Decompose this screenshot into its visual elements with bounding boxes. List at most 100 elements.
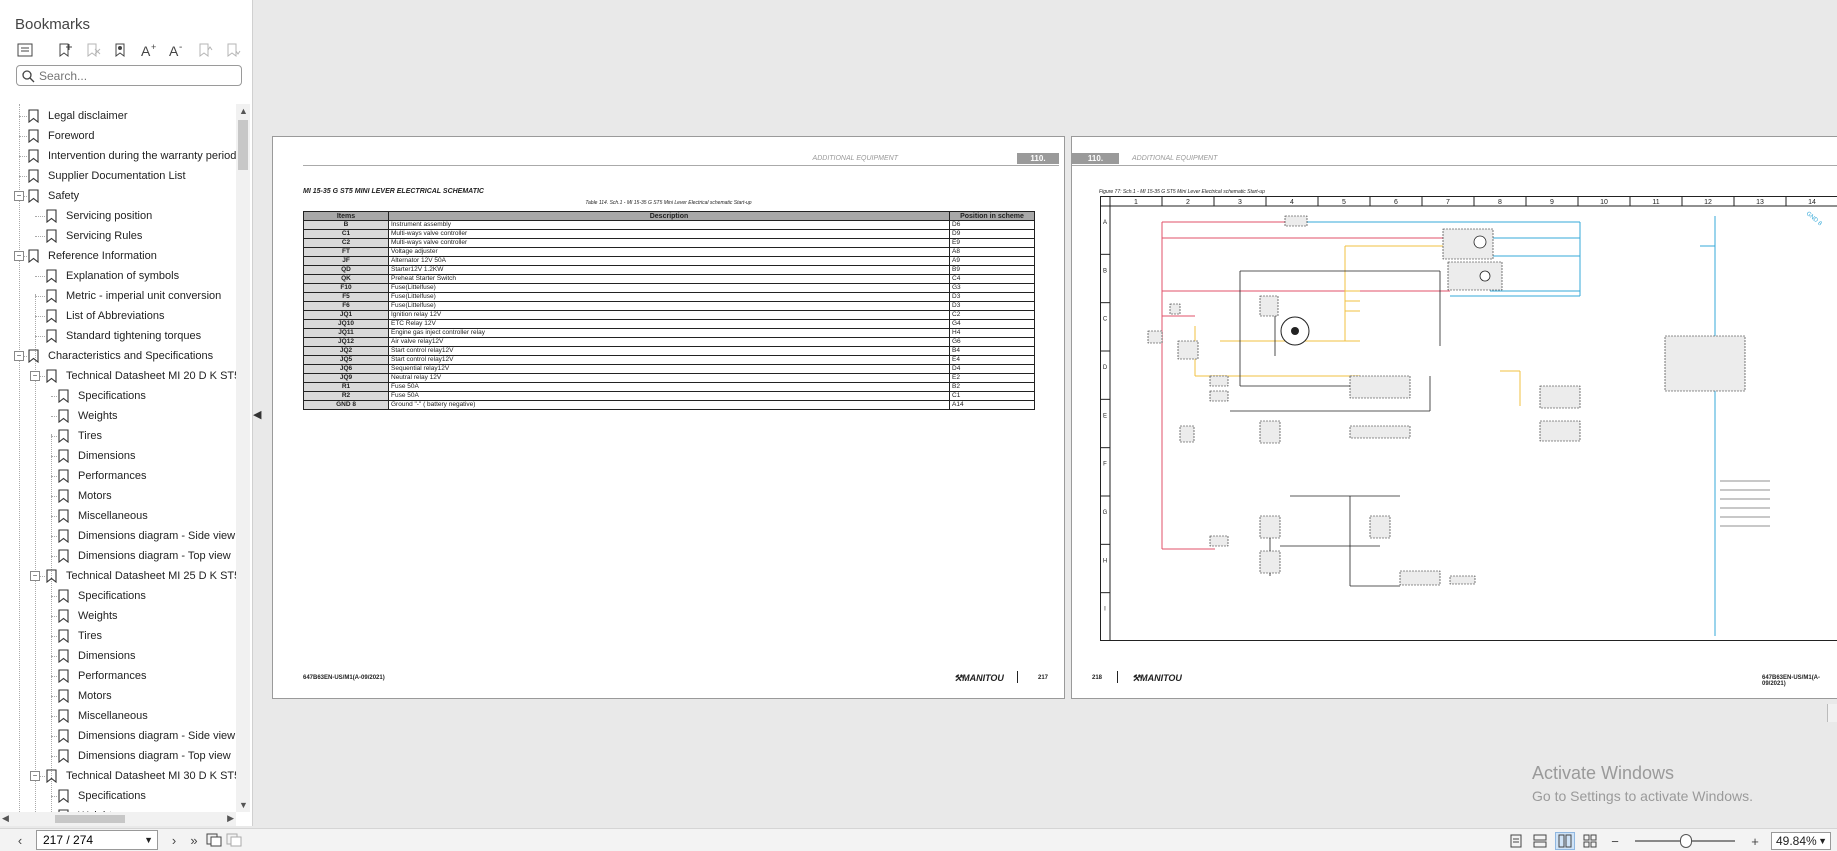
bookmark-item[interactable]: Performances — [58, 666, 146, 686]
bookmark-item[interactable]: Specifications — [58, 386, 146, 406]
bookmark-item[interactable]: Miscellaneous — [58, 706, 148, 726]
collapse-toggle-icon[interactable]: − — [30, 371, 40, 381]
duplicate-page-icon[interactable] — [224, 830, 244, 850]
schematic-component — [1260, 421, 1280, 443]
collapse-toggle-icon[interactable]: − — [14, 251, 24, 261]
scroll-up-icon[interactable]: ▲ — [239, 106, 248, 116]
zoom-dropdown-icon[interactable]: ▼ — [1818, 836, 1827, 846]
zoom-slider[interactable] — [1635, 840, 1735, 842]
scroll-right-icon[interactable]: ▶ — [227, 813, 234, 824]
bookmark-item[interactable]: Dimensions — [58, 646, 135, 666]
table-cell: JQ11 — [304, 329, 389, 338]
move-up-icon[interactable] — [194, 40, 216, 60]
continuous-view-icon[interactable] — [1531, 833, 1549, 849]
bookmark-item[interactable]: Intervention during the warranty period — [28, 146, 236, 166]
bookmark-icon — [28, 189, 40, 203]
continuous-facing-view-icon[interactable] — [1581, 833, 1599, 849]
bookmark-item[interactable]: Motors — [58, 686, 112, 706]
collapse-toggle-icon[interactable]: − — [14, 191, 24, 201]
zoom-out-icon[interactable]: − — [1605, 831, 1625, 851]
bookmark-item[interactable]: Miscellaneous — [58, 506, 148, 526]
bookmark-label: Performances — [78, 470, 146, 482]
bookmark-label: Weights — [78, 410, 118, 422]
manitou-logo: ⚒MANITOU — [1132, 673, 1182, 684]
move-down-icon[interactable] — [222, 40, 244, 60]
page-number-input[interactable] — [41, 832, 125, 848]
hscroll-thumb[interactable] — [55, 815, 125, 823]
bookmark-item[interactable]: Motors — [58, 486, 112, 506]
bookmark-item[interactable]: Performances — [58, 466, 146, 486]
bookmark-item[interactable]: Tires — [58, 626, 102, 646]
collapse-panel-icon[interactable]: ◀ — [253, 408, 263, 426]
scroll-down-icon[interactable]: ▼ — [239, 800, 248, 810]
side-panel-edge-button[interactable] — [1827, 704, 1837, 722]
bookmark-list-icon[interactable] — [14, 40, 36, 60]
bookmark-search[interactable] — [16, 65, 242, 86]
bookmark-item[interactable]: Technical Datasheet MI 30 D K ST5 S1 — [46, 766, 236, 786]
search-input[interactable] — [35, 69, 233, 83]
bookmark-item[interactable]: Foreword — [28, 126, 94, 146]
bookmark-item[interactable]: Standard tightening torques — [46, 326, 201, 346]
bookmark-label: Explanation of symbols — [66, 270, 179, 282]
bookmark-icon — [58, 409, 70, 423]
facing-pages-view-icon[interactable] — [1555, 832, 1575, 850]
bookmark-item[interactable]: Dimensions diagram - Top view — [58, 546, 231, 566]
bookmark-item[interactable]: Dimensions — [58, 446, 135, 466]
table-cell: G6 — [950, 338, 1035, 347]
bookmark-item[interactable]: Specifications — [58, 786, 146, 806]
bookmark-label: Specifications — [78, 790, 146, 802]
bookmark-item[interactable]: Metric - imperial unit conversion — [46, 286, 221, 306]
next-page-icon[interactable]: › — [164, 830, 184, 850]
bookmark-item[interactable]: Dimensions diagram - Side view — [58, 726, 235, 746]
bookmark-item[interactable]: Dimensions diagram - Top view — [58, 746, 231, 766]
scroll-left-icon[interactable]: ◀ — [2, 813, 9, 824]
delete-bookmark-icon[interactable] — [82, 40, 104, 60]
bookmark-item[interactable]: Technical Datasheet MI 25 D K ST5 S1 — [46, 566, 236, 586]
page-number-field[interactable]: ▼ — [36, 830, 158, 850]
single-page-view-icon[interactable] — [1507, 833, 1525, 849]
bookmark-item[interactable]: Safety — [28, 186, 79, 206]
bookmark-item[interactable]: Weights — [58, 406, 118, 426]
last-page-icon[interactable]: » — [184, 830, 204, 850]
table-cell: QK — [304, 275, 389, 284]
bookmark-item[interactable]: Tires — [58, 426, 102, 446]
tree-horizontal-scrollbar[interactable]: ◀ ▶ — [0, 812, 236, 826]
bookmark-item[interactable]: Reference Information — [28, 246, 157, 266]
bookmark-item[interactable]: List of Abbreviations — [46, 306, 164, 326]
chevron-down-icon[interactable]: ▼ — [144, 835, 153, 845]
zoom-slider-knob[interactable] — [1680, 834, 1692, 848]
collapse-toggle-icon[interactable]: − — [30, 771, 40, 781]
bookmark-label: Dimensions diagram - Side view — [78, 730, 235, 742]
add-bookmark-icon[interactable] — [54, 40, 76, 60]
bookmark-item[interactable]: Weights — [58, 606, 118, 626]
collapse-toggle-icon[interactable]: − — [30, 571, 40, 581]
bookmark-item[interactable]: Servicing position — [46, 206, 152, 226]
bookmark-icon — [58, 749, 70, 763]
column-label: 6 — [1394, 199, 1398, 206]
bookmark-properties-icon[interactable] — [110, 40, 132, 60]
bookmark-item[interactable]: Explanation of symbols — [46, 266, 179, 286]
zoom-in-icon[interactable]: + — [1745, 831, 1765, 851]
bookmark-label: Legal disclaimer — [48, 110, 127, 122]
collapse-toggle-icon[interactable]: − — [14, 351, 24, 361]
font-larger-icon[interactable]: A+ — [138, 40, 160, 60]
copy-page-icon[interactable] — [204, 830, 224, 850]
tree-vertical-scrollbar[interactable]: ▲ ▼ — [236, 104, 250, 812]
zoom-level-field[interactable]: 49.84%▼ — [1771, 832, 1831, 850]
bookmark-item[interactable]: Characteristics and Specifications — [28, 346, 213, 366]
scroll-thumb[interactable] — [238, 120, 248, 170]
bookmark-item[interactable]: Technical Datasheet MI 20 D K ST5 S1 — [46, 366, 236, 386]
previous-page-icon[interactable]: ‹ — [10, 830, 30, 850]
bookmark-icon — [58, 429, 70, 443]
bookmark-item[interactable]: Dimensions diagram - Side view — [58, 526, 235, 546]
font-smaller-icon[interactable]: A- — [166, 40, 188, 60]
bookmark-item[interactable]: Legal disclaimer — [28, 106, 127, 126]
tree-connector — [51, 716, 57, 717]
table-cell: C4 — [950, 275, 1035, 284]
bookmark-item[interactable]: Servicing Rules — [46, 226, 142, 246]
bookmark-item[interactable]: Supplier Documentation List — [28, 166, 186, 186]
bookmark-item[interactable]: Specifications — [58, 586, 146, 606]
table-cell: B4 — [950, 347, 1035, 356]
